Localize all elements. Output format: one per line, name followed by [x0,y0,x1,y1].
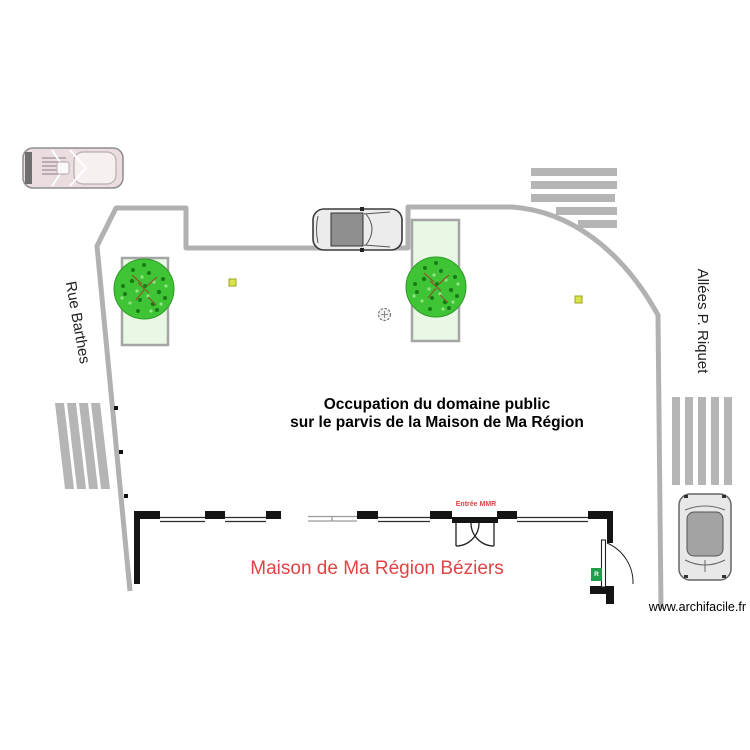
tree-right-icon [405,256,467,318]
side-door-icon [600,539,634,588]
road-boundary [94,204,664,610]
bollard-dots [114,406,128,498]
street-name-right: Allées P. Riquet [694,268,711,374]
marker-square-right [574,295,583,304]
manhole-icon [377,307,392,322]
building-title: Maison de Ma Région Béziers [250,558,504,579]
entrance-label: Entrée MMR [455,501,497,508]
car-bottom-right-icon [678,493,732,581]
door-badge: R [591,568,602,581]
center-caption-line1: Occupation du domaine public [323,396,551,413]
center-caption-line2: sur le parvis de la Maison de Ma Région [290,413,584,431]
crosswalk-left-icon [55,403,110,489]
car-top-center-icon [312,207,403,252]
watermark-link: www.archifacile.fr [648,600,746,614]
marker-square-left [228,278,237,287]
tree-left-icon [113,258,175,320]
facade-windows [160,516,588,523]
entrance-double-door-icon [455,522,495,547]
crosswalk-top-right-icon [531,168,617,228]
center-caption: Occupation du domaine public sur le parv… [187,396,687,431]
crosswalk-right-icon [672,397,732,485]
building-walls [134,511,614,604]
facade-window-light [308,515,357,522]
car-top-left-icon [22,147,124,189]
